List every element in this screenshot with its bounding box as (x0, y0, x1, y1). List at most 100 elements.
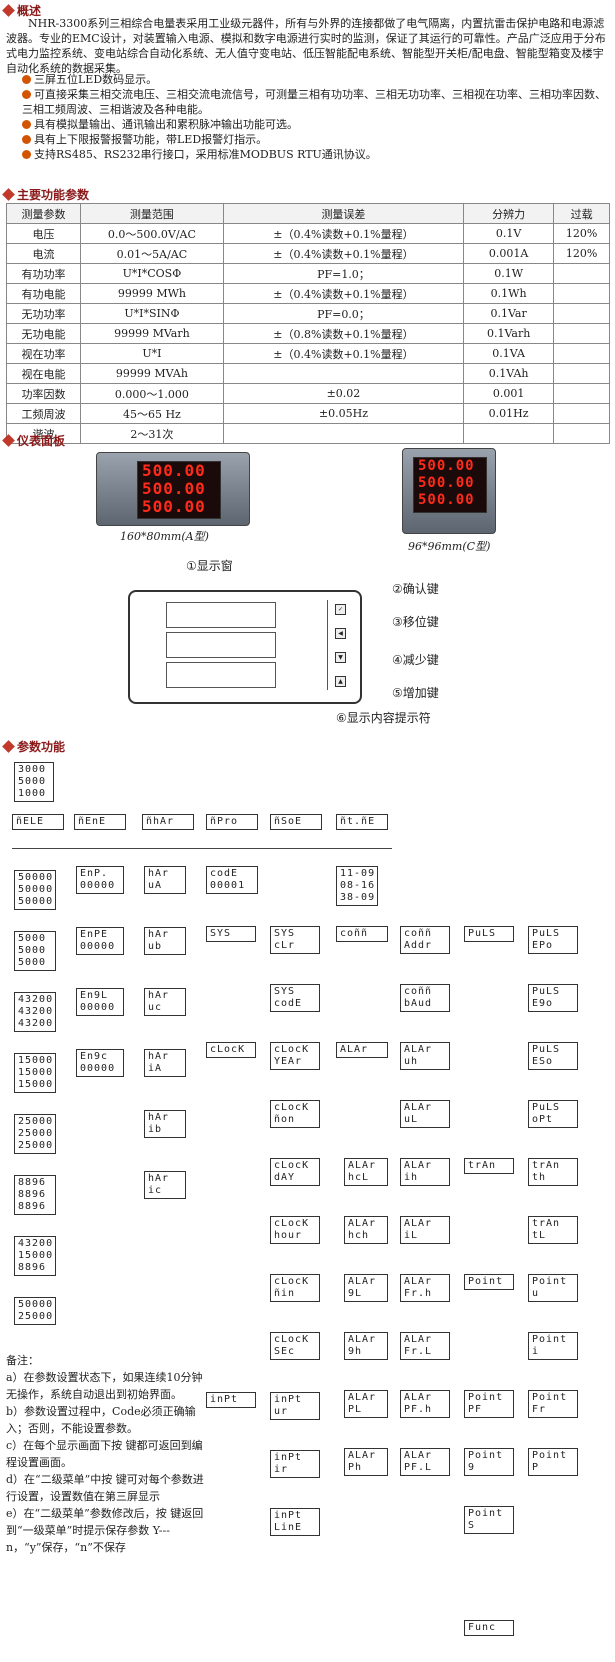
table-header: 过载 (553, 203, 610, 224)
notes: 备注： a）在参数设置状态下，如果连续10分钟无操作，系统自动退出到初始界面。b… (6, 1352, 206, 1556)
table-cell (553, 323, 610, 344)
table-header: 分辨力 (463, 203, 555, 224)
meter-c-screen: 500.00 500.00 500.00 (413, 457, 487, 513)
table-cell: 有功电能 (6, 283, 81, 304)
table-cell: 99999 MVarh (79, 323, 224, 344)
meter-a-caption: 160*80mm(A型) (120, 530, 209, 543)
table-cell: ±（0.8%读数+0.1%量程） (222, 323, 465, 344)
table-cell: 45～65 Hz (79, 403, 224, 424)
table-cell: 2～31次 (79, 423, 224, 444)
table-cell: 0.1Var (463, 303, 555, 324)
up-key-icon: ▲ (335, 676, 346, 687)
energy-display: EnP.00000 (76, 866, 124, 894)
table-cell (553, 383, 610, 404)
table-cell (553, 263, 610, 284)
feature-text: 三屏五位LED数码显示。 (34, 73, 158, 86)
table-cell: 99999 MWh (79, 283, 224, 304)
params-heading: 主要功能参数 (2, 186, 89, 203)
callout-display: ①显示窗 (186, 559, 233, 573)
diamond-icon (2, 4, 15, 17)
feature-item: 可直接采集三相交流电压、三相交流电流信号，可测量三相有功功率、三相无功功率、三相… (22, 87, 612, 117)
table-cell: 0.1Varh (463, 323, 555, 344)
feature-item: 具有模拟量输出、通讯输出和累积脉冲输出功能可选。 (22, 117, 612, 132)
bullet-icon (22, 90, 31, 99)
diamond-icon (2, 188, 15, 201)
note-item: d）在“二级菜单”中按 键可对每个参数进行设置，设置数值在第三屏显示 (6, 1473, 204, 1503)
diamond-icon (2, 434, 15, 447)
table-cell: 0.001A (463, 243, 555, 264)
table-cell: U*I*COSΦ (79, 263, 224, 284)
table-cell: 视在电能 (6, 363, 81, 384)
table-cell: 0.1VAh (463, 363, 555, 384)
panel-diagram: ✓ ◀ ▼ ▲ (128, 590, 362, 704)
menu-5: ñt.ñE (336, 814, 388, 830)
table-cell (222, 423, 465, 444)
panel-heading: 仪表面板 (2, 432, 65, 449)
sys-menu: SYS (206, 926, 256, 942)
table-cell: 功率因数 (6, 383, 81, 404)
clock-menu: cLocK (206, 1042, 256, 1058)
table-cell (553, 343, 610, 364)
callout-indicator: ⑥显示内容提示符 (336, 711, 431, 725)
table-cell: 视在功率 (6, 343, 81, 364)
table-cell: 0.1VA (463, 343, 555, 364)
table-cell: 电压 (6, 223, 81, 244)
table-cell: 有功功率 (6, 263, 81, 284)
table-cell: PF=1.0； (222, 263, 465, 284)
feature-text: 可直接采集三相交流电压、三相交流电流信号，可测量三相有功功率、三相无功功率、三相… (22, 88, 606, 116)
feature-text: 支持RS485、RS232串行接口，采用标准MODBUS RTU通讯协议。 (34, 148, 377, 161)
table-cell: ±0.02 (222, 383, 465, 404)
bullet-icon (22, 120, 31, 129)
feature-item: 三屏五位LED数码显示。 (22, 72, 612, 87)
diagram-digits (166, 602, 276, 690)
table-cell: PF=0.0； (222, 303, 465, 324)
table-cell: 0.01～5A/AC (79, 243, 224, 264)
table-cell (553, 283, 610, 304)
meter-c-caption: 96*96mm(C型) (408, 540, 491, 553)
table-cell (222, 363, 465, 384)
menu-0: ñELE (12, 814, 64, 830)
table-cell: 0.0～500.0V/AC (79, 223, 224, 244)
table-cell: 0.000～1.000 (79, 383, 224, 404)
table-cell: 120% (553, 223, 610, 244)
diamond-icon (2, 740, 15, 753)
meter-a-screen: 500.00 500.00 500.00 (137, 461, 221, 519)
confirm-key-icon: ✓ (335, 604, 346, 615)
